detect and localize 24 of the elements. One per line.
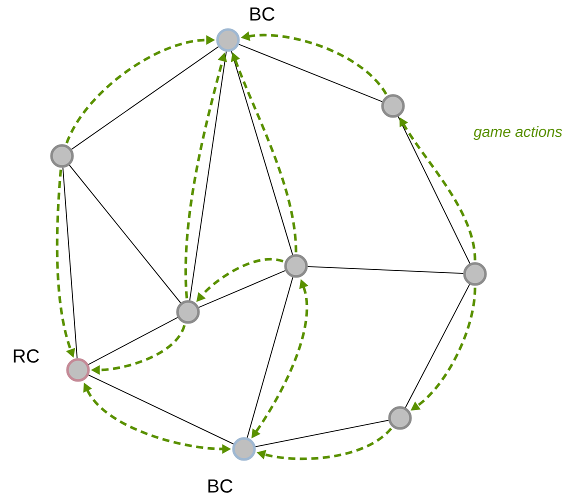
- graph-node: [284, 254, 308, 278]
- connection-line: [71, 46, 219, 150]
- graph-node: [66, 358, 90, 382]
- connection-line: [405, 284, 470, 408]
- connection-line: [255, 420, 389, 448]
- connection-line: [246, 276, 294, 438]
- graph-node: [463, 262, 487, 286]
- node-label: BC: [208, 479, 232, 493]
- connection-line: [68, 164, 182, 304]
- edge-label: game actions: [472, 125, 564, 141]
- graph-node: [388, 406, 412, 430]
- graph-node: [381, 94, 405, 118]
- connection-line: [62, 167, 78, 359]
- node-label: BC: [250, 7, 274, 21]
- graph-node: [216, 28, 240, 52]
- connection-line: [307, 266, 464, 274]
- connection-line: [198, 270, 286, 308]
- graph-node: [232, 437, 256, 461]
- graph-node: [50, 144, 74, 168]
- connection-line: [88, 374, 234, 444]
- graph-node: [176, 300, 200, 324]
- connection-line: [88, 317, 178, 365]
- node-label: RC: [14, 349, 39, 363]
- connection-line: [238, 44, 382, 102]
